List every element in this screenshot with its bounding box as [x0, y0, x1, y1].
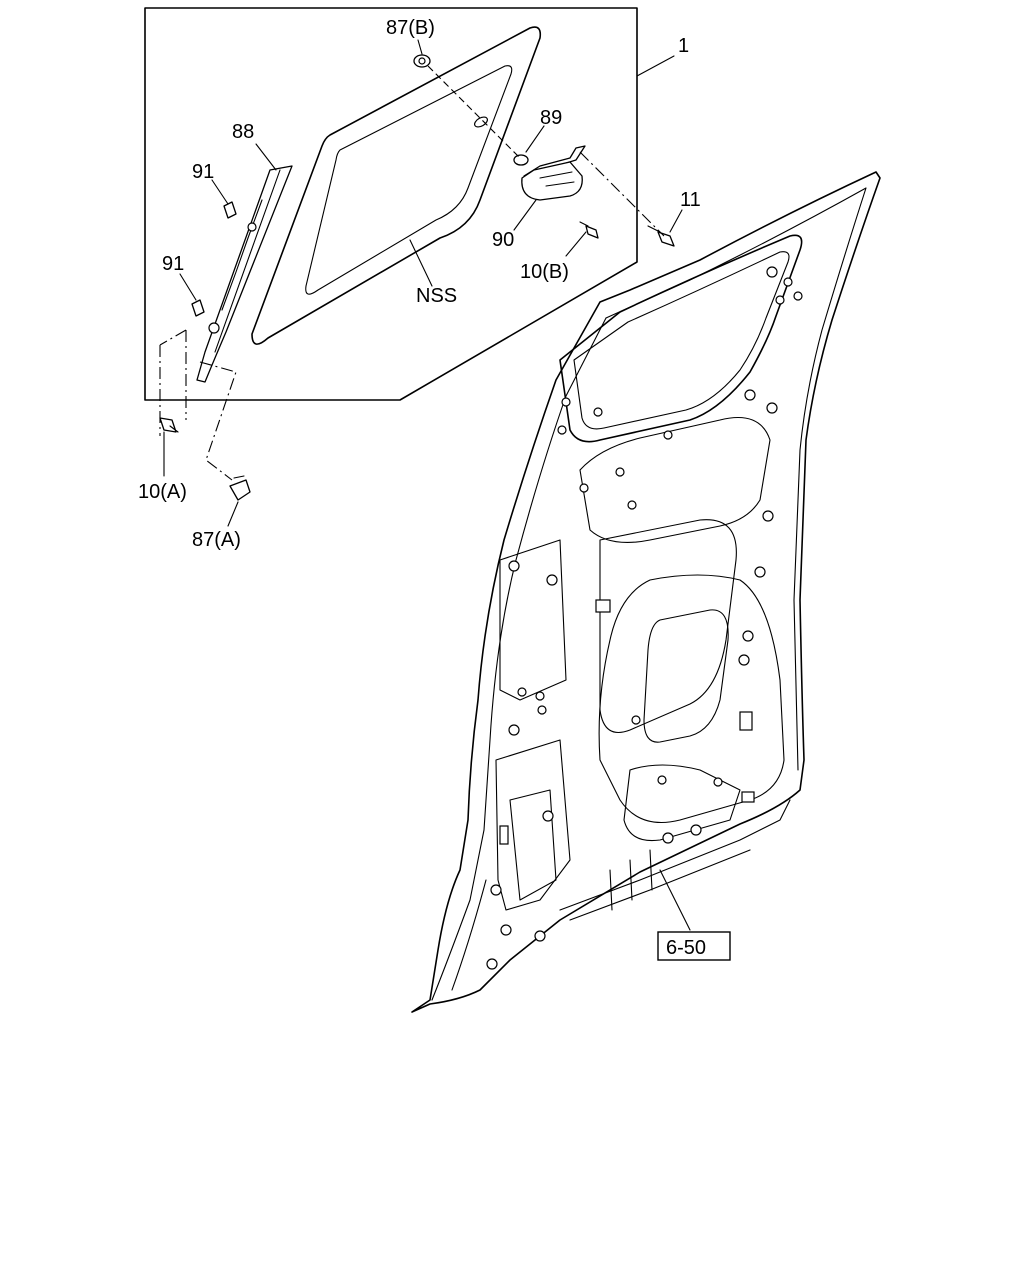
inset-box	[144, 7, 638, 401]
label-87a: 87(A)	[192, 529, 241, 551]
latch-90	[521, 145, 586, 201]
quarter-glass	[251, 26, 542, 345]
label-10b: 10(B)	[520, 261, 569, 283]
nut-87b	[413, 54, 431, 68]
part-labels: 1 87(B) 89 88 91 91 11 90 10(B) NSS 10(A…	[138, 17, 731, 961]
clip-91-upper	[223, 201, 237, 219]
label-91-lower: 91	[162, 253, 184, 275]
label-ref-6-50: 6-50	[666, 937, 706, 959]
clip-91-lower	[191, 299, 205, 317]
label-90: 90	[492, 229, 514, 251]
label-87b: 87(B)	[386, 17, 435, 39]
screw-10b	[579, 221, 599, 239]
connection-lines	[159, 65, 665, 481]
label-91-upper: 91	[192, 161, 214, 183]
trim-strip-88	[196, 165, 293, 383]
leader-lines	[163, 39, 691, 931]
washer-89	[513, 154, 529, 166]
ref-box-6-50	[657, 931, 731, 961]
label-11: 11	[680, 189, 701, 211]
bolt-11	[647, 225, 675, 247]
label-89: 89	[540, 107, 562, 129]
label-nss: NSS	[416, 285, 457, 307]
bolt-10a	[159, 417, 179, 433]
label-10a: 10(A)	[138, 481, 187, 503]
clip-87a	[229, 475, 251, 501]
door-panel	[411, 171, 881, 1013]
label-1: 1	[678, 35, 689, 57]
label-88: 88	[232, 121, 254, 143]
